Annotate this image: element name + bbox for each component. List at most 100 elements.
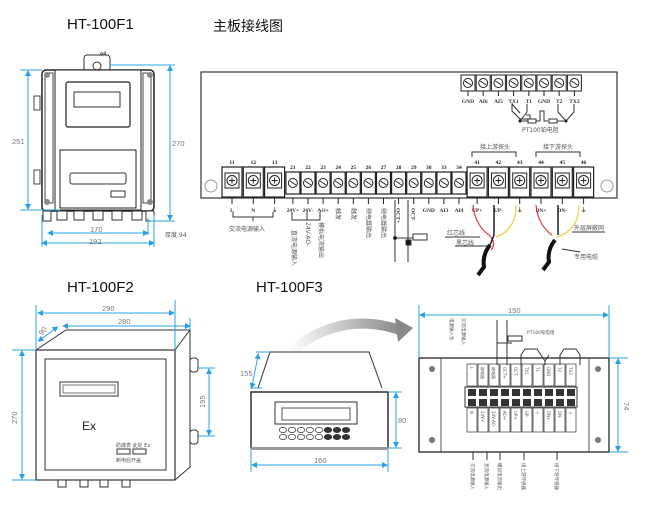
back-bottom-cell-label: N xyxy=(469,411,474,414)
terminal-label: L xyxy=(230,208,234,214)
keypad-button[interactable] xyxy=(305,434,315,440)
keypad-button[interactable] xyxy=(341,427,351,433)
title-mainboard-wiring: 主板接线图 xyxy=(213,19,283,35)
black-wire-label: 黑芯线 xyxy=(456,239,474,247)
f1-dim-192: 192 xyxy=(89,237,102,246)
keypad-button[interactable] xyxy=(278,434,288,440)
keypad-button[interactable] xyxy=(305,427,315,433)
terminal-label: 24V- xyxy=(303,208,314,214)
f2-dim-290: 290 xyxy=(102,304,115,313)
bottom-terminal-block: 11L12N13⏚2124V+2224V-23AO+24触发25触发26继电器输… xyxy=(221,160,595,238)
back-bottom-cell-label: ⏚ xyxy=(568,411,574,415)
back-screw-terminal xyxy=(534,399,542,406)
keypad-button[interactable] xyxy=(341,434,351,440)
top-terminal-label: AI6 xyxy=(479,99,488,105)
terminal-number: 30 xyxy=(426,165,432,171)
bottom-terminal: 46⏚ xyxy=(572,160,595,214)
back-screw-terminal xyxy=(545,389,553,396)
terminal-label: UP- xyxy=(494,208,503,214)
terminal-number: 12 xyxy=(251,160,257,166)
top-terminal-label: GND xyxy=(538,99,550,105)
ac-power-label: 交流电源输入 xyxy=(229,225,265,233)
cable-label: 专用电缆 xyxy=(574,253,598,261)
top-terminal: T2 xyxy=(551,74,567,105)
keypad-button[interactable] xyxy=(332,427,342,433)
keypad-button[interactable] xyxy=(314,427,324,433)
top-terminal-label: TX1 xyxy=(508,99,519,105)
terminal-number: 11 xyxy=(229,160,234,166)
terminal-number: 34 xyxy=(456,165,462,171)
f1-hole-label: ϕ8 xyxy=(100,51,106,57)
keypad-button[interactable] xyxy=(296,427,306,433)
keypad-button[interactable] xyxy=(287,434,297,440)
ht100f1-drawing: ϕ8 251 270 170 xyxy=(12,51,187,247)
keypad-button[interactable] xyxy=(332,434,342,440)
keypad-button[interactable] xyxy=(314,434,324,440)
back-pt100-label: PT100铂电阻 xyxy=(527,329,555,336)
f1-thickness: 厚度:94 xyxy=(165,231,187,239)
transition-arrow xyxy=(286,318,402,356)
top-terminal-label: T1 xyxy=(526,99,533,105)
terminal-number: 28 xyxy=(396,165,402,171)
keypad-button[interactable] xyxy=(296,434,306,440)
bottom-terminal: 13⏚ xyxy=(264,160,286,214)
upstream-label: 接上游探头 xyxy=(480,143,510,151)
terminal-label: OCT+ xyxy=(395,208,401,223)
terminal-number: 22 xyxy=(305,165,311,171)
back-bottom-labels: 交流电源输入直流电源输入模拟电流输出接上游传感器接下游传感器 xyxy=(469,452,560,490)
back-top-cell-label: 继电器 xyxy=(491,367,497,379)
back-bottom-cell-label: UP+ xyxy=(513,411,518,420)
keypad-button[interactable] xyxy=(287,427,297,433)
back-screw-terminal xyxy=(534,389,542,396)
back-screw-terminal xyxy=(490,389,498,396)
top-terminal-label: AI5 xyxy=(494,99,503,105)
back-screw-terminal xyxy=(468,389,476,396)
back-bottom-label: 模拟电流输出 xyxy=(496,463,503,490)
back-bottom-cell-label: ⏚ xyxy=(535,411,541,415)
f2-dim-90: 90 xyxy=(37,325,49,337)
top-terminal-label: TX2 xyxy=(569,99,580,105)
keypad-button[interactable] xyxy=(323,434,333,440)
ht100f3-drawing: 155 80 160 xyxy=(240,318,413,472)
back-top-label-0: 电源输入负 xyxy=(448,318,455,341)
terminal-number: 26 xyxy=(366,165,372,171)
back-terminal-grid: LN继电器24V+继电器24V-AO-OCT+AO+OCT-UP+TX1UP-T… xyxy=(464,363,578,433)
ht100f3-back-panel: LN继电器24V+继电器24V-AO-OCT+AO+OCT-UP+TX1UP-T… xyxy=(418,305,631,490)
terminal-label: DN+ xyxy=(535,208,546,214)
ex-mark: Ex xyxy=(82,419,96,433)
back-bottom-cell-label: 24V+ xyxy=(480,411,485,422)
terminal-label: 触发 xyxy=(334,208,342,220)
title-ht100f3: HT-100F3 xyxy=(256,279,323,296)
ao-label: 24V-AO- xyxy=(304,222,311,246)
terminal-number: 44 xyxy=(538,160,544,166)
back-screw-terminal xyxy=(479,399,487,406)
terminal-label: UP+ xyxy=(472,208,482,214)
keypad-button[interactable] xyxy=(278,427,288,433)
keypad-button[interactable] xyxy=(323,427,333,433)
keypad xyxy=(278,427,351,440)
terminal-label: AI4 xyxy=(455,208,464,214)
top-terminal: T1 xyxy=(521,74,537,105)
analog-output-label: 模拟电流输出 xyxy=(317,222,325,258)
terminal-label: 继电器输出 xyxy=(380,208,388,238)
back-screw-terminal xyxy=(556,399,564,406)
back-screw-terminal xyxy=(468,399,476,406)
terminal-number: 43 xyxy=(517,160,523,166)
f3-dim-80: 80 xyxy=(398,416,406,425)
back-bottom-cell-label: AO+ xyxy=(502,411,507,420)
back-bottom-cell-label: DN- xyxy=(557,411,562,419)
bottom-terminal: 11L xyxy=(221,160,243,214)
back-bottom-label: 直流电源输入 xyxy=(483,463,490,490)
back-top-cell-label: OCT+ xyxy=(502,367,507,379)
